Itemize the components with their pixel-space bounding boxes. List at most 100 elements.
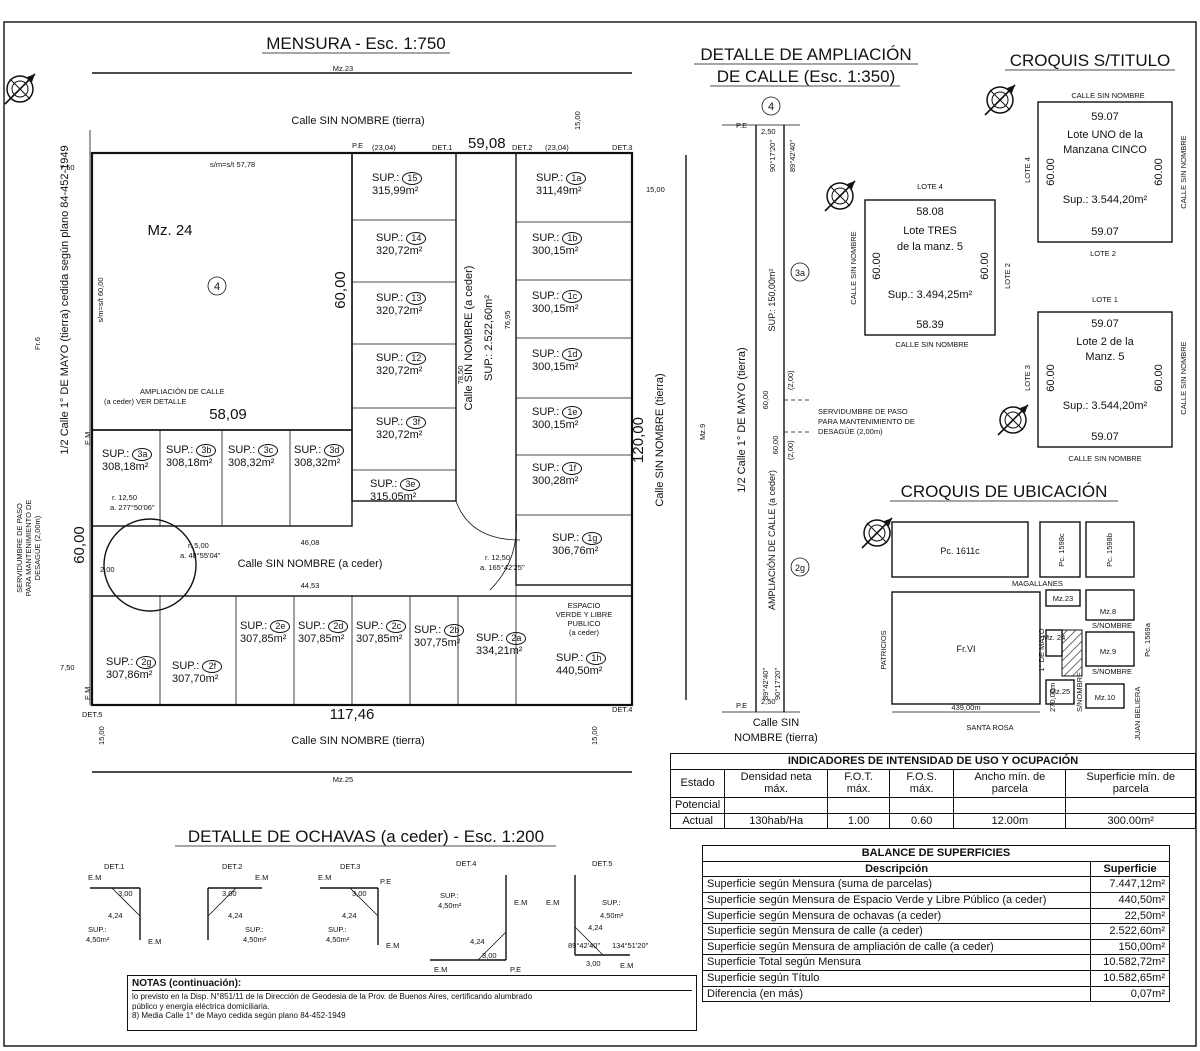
ct-lote2-below: LOTE 2 — [1090, 249, 1116, 258]
ampliacion-note: AMPLIACIÓN DE CALLE — [140, 387, 225, 396]
ind-cell: 0.60 — [889, 812, 955, 830]
detalle-2-00-a: (2,00) — [786, 370, 795, 390]
ochava-det3-300: 3,00 — [352, 889, 367, 898]
north-arrow-icon-5 — [861, 517, 893, 549]
bal-value: 440,50m² — [1090, 891, 1170, 909]
ochava-det1-area: 4,50m² — [86, 935, 110, 944]
detalle-servidumbre-2: PARA MANTENIMIENTO DE — [818, 417, 915, 426]
servidumbre-left-2: PARA MANTENIMIENTO DE — [24, 500, 33, 597]
lote-uno-sup: Sup.: 3.544,20m² — [1063, 194, 1148, 206]
table-row: Superficie según Mensura de Espacio Verd… — [701, 891, 1170, 909]
bal-value: 10.582,72m² — [1090, 954, 1170, 972]
lots-column-left — [351, 152, 457, 502]
ind-header-estado: Estado — [669, 768, 726, 798]
notas-line-3: 8) Media Calle 1° de Mayo cedida según p… — [132, 1011, 346, 1021]
ind-cell — [827, 796, 891, 814]
ind-header-fos: F.O.S. máx. — [889, 768, 955, 798]
ochava-det2-sup: SUP.: — [245, 925, 264, 934]
ochava-det1-424: 4,24 — [108, 911, 123, 920]
lote-tres-right: 60.00 — [979, 252, 991, 280]
cu-frvi: Fr.VI — [956, 644, 975, 654]
cu-439-00m: 439,00m — [951, 703, 980, 712]
ind-cell — [1065, 796, 1196, 814]
lote-uno-bottom: 59.07 — [1091, 226, 1119, 238]
table-row: Diferencia (en más)0,07m² — [701, 985, 1170, 1003]
cu-pc1598c: Pc. 1598c — [1057, 533, 1066, 567]
ochava-det2-424: 4,24 — [228, 911, 243, 920]
lote-4-number: 4 — [214, 281, 220, 293]
notas-line-1: lo previsto en la Disp. N°851/11 de la D… — [132, 992, 533, 1001]
detalle-servidumbre-1: SERVIDUMBRE DE PASO — [818, 407, 908, 416]
cu-snombre-3: S/NOMBRE — [1075, 672, 1084, 712]
table-row: Superficie según Mensura (suma de parcel… — [701, 876, 1170, 893]
ct-lote1-title: LOTE 1 — [1092, 295, 1118, 304]
lote-dos-sup: Sup.: 3.544,20m² — [1063, 400, 1148, 412]
ochava-det4-sup: SUP.: — [440, 891, 459, 900]
cu-santa-rosa: SANTA ROSA — [966, 723, 1013, 732]
ct-calle-right: CALLE SIN NOMBRE — [1179, 135, 1188, 208]
espacio-verde-3: PUBLICO — [568, 619, 601, 628]
lote-uno-line2: Manzana CINCO — [1063, 144, 1147, 156]
notas-line-2: público y energía eléctrica domiciliaria… — [132, 1001, 270, 1011]
dim-58-09: 58,09 — [209, 406, 247, 423]
detalle-vertical-2: AMPLIACIÓN DE CALLE (a ceder) — [767, 470, 777, 610]
lote-dos-bottom: 59.07 — [1091, 431, 1119, 443]
lote-dos-left: 60.00 — [1045, 364, 1057, 392]
north-arrow-icon-4 — [997, 404, 1029, 436]
lote-uno-line1: Lote UNO de la — [1067, 129, 1144, 141]
lote-dos-line1: Lote 2 de la — [1076, 336, 1134, 348]
detalle-60-00-a: 60,00 — [761, 391, 770, 410]
dim-15-00-b: 15,00 — [646, 185, 665, 194]
ind-cell — [953, 796, 1067, 814]
ochava-det4-em2: E.M — [434, 965, 447, 974]
bal-desc: Superficie Total según Mensura — [701, 954, 1092, 972]
ochava-det3-area: 4,50m² — [326, 935, 350, 944]
detalle-lot-3a: 3a — [795, 268, 805, 278]
lote-uno-left: 60.00 — [1045, 158, 1057, 186]
ochava-det3-em1: E.M — [318, 873, 331, 882]
bal-value: 2.522,60m² — [1090, 923, 1170, 940]
cu-1-mayo: 1° DE MAYO — [1037, 628, 1046, 671]
ochava-det5-em2: E.M — [620, 961, 633, 970]
lots-column-right — [515, 152, 633, 586]
detalle-vertical-1: 1/2 Calle 1° DE MAYO (tierra) — [736, 347, 748, 492]
curve-label-6: a. 165°42'25" — [480, 563, 525, 572]
dim-15-00-a: 15,00 — [573, 111, 582, 130]
ind-cell: Actual — [669, 812, 726, 830]
lote-tres-box — [864, 199, 996, 336]
dim-15-00-c: 15,00 — [97, 726, 106, 745]
bal-value: 10.582,65m² — [1090, 970, 1170, 987]
dim-117-46: 117,46 — [330, 706, 375, 723]
dim-57-78: s/m=s/t 57,78 — [210, 160, 255, 169]
det3-label: DET.3 — [612, 143, 632, 152]
ochava-det5-89: 89°42'40" — [568, 941, 600, 950]
ind-cell: 300.00m² — [1065, 812, 1196, 830]
ct-calle-left-tres: CALLE SIN NOMBRE — [849, 231, 858, 304]
cu-mz23: Mz.23 — [1053, 594, 1073, 603]
bal-value: 0,07m² — [1090, 985, 1170, 1003]
detalle-vertical-3: SUP.: 150,00m² — [767, 269, 777, 332]
ochava-det2-em: E.M — [255, 873, 268, 882]
detalle-calle-title-2: DE CALLE (Esc. 1:350) — [717, 67, 896, 86]
dim-2-00: 2,00 — [100, 565, 115, 574]
dim-46-08: 46,08 — [301, 538, 320, 547]
dim-44-53: 44,53 — [301, 581, 320, 590]
interior-street-v: Calle SIN NOMBRE (a ceder) — [463, 266, 475, 411]
calle-bottom-label: Calle SIN NOMBRE (tierra) — [291, 735, 424, 747]
ochava-det3-em2: E.M — [386, 941, 399, 950]
ind-cell: 12.00m — [953, 812, 1067, 830]
espacio-verde-2: VERDE Y LIBRE — [556, 610, 612, 619]
table-row: Actual 130hab/Ha 1.00 0.60 12.00m 300.00… — [669, 812, 1196, 830]
cu-mz8: Mz.8 — [1100, 607, 1116, 616]
bal-value: 7.447,12m² — [1090, 876, 1170, 893]
lote-tres-line2: de la manz. 5 — [897, 241, 963, 253]
bal-desc: Superficie según Mensura de ampliación d… — [701, 938, 1092, 956]
ind-cell — [724, 796, 829, 814]
ochava-det1-em1: E.M — [88, 873, 101, 882]
espacio-verde-1: ESPACIO — [568, 601, 601, 610]
sheet-border — [3, 21, 1197, 1047]
cu-snombre-2: S/NOMBRE — [1092, 667, 1132, 676]
ochava-det5-sup: SUP.: — [602, 898, 621, 907]
